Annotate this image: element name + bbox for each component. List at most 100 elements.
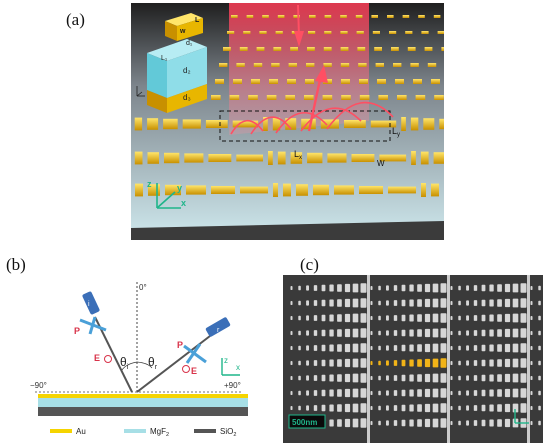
sem-rod (386, 420, 389, 426)
sem-rod (530, 286, 533, 290)
nanoantenna (232, 120, 259, 128)
sem-rod (352, 328, 359, 338)
nanoantenna (402, 15, 410, 18)
layer-legend: Au MgF2 SiO2 (50, 427, 236, 438)
sem-rod (313, 315, 318, 321)
nanoantenna (420, 151, 429, 165)
nanoantenna (308, 31, 316, 34)
sem-rod (458, 390, 461, 396)
panel-a-label: (a) (66, 10, 85, 29)
sem-rod (466, 330, 469, 336)
sem-rod (497, 359, 502, 367)
svg-text:y: y (177, 183, 182, 193)
sem-rod (298, 375, 301, 381)
sem-rod (386, 300, 389, 306)
nanoantenna (323, 63, 332, 67)
nanoantenna (407, 47, 416, 51)
nanoantenna (379, 154, 407, 162)
sem-rod (489, 284, 494, 292)
sem-rod (424, 298, 431, 308)
sem-rod (489, 389, 494, 397)
sem-rod (424, 283, 431, 293)
nanoantenna (246, 15, 254, 18)
sem-rod (352, 403, 359, 413)
nanoantenna (215, 79, 224, 84)
sem-rod (409, 374, 414, 382)
sem-strip-line (527, 275, 530, 443)
nanoantenna (287, 79, 296, 84)
svg-text:d₂: d₂ (183, 66, 191, 75)
sem-rod (306, 330, 309, 336)
sem-rod (321, 374, 326, 382)
svg-text:+90°: +90° (224, 381, 241, 390)
sem-rod (370, 331, 373, 335)
sem-rod (298, 390, 301, 396)
sem-rod (458, 420, 461, 426)
sem-rod (386, 285, 389, 291)
sem-rod (321, 329, 326, 337)
highlighted-supercell-rod (378, 360, 381, 366)
supercell-outline (219, 110, 391, 142)
sem-rod (432, 388, 439, 398)
sem-rod (538, 420, 541, 426)
sem-rod (378, 405, 381, 411)
sem-rod (329, 389, 334, 397)
nanoantenna (401, 117, 406, 131)
highlighted-supercell-rod (386, 360, 389, 366)
theta-r-label: θr (148, 355, 158, 371)
sem-rod (473, 420, 478, 426)
sem-rod (306, 315, 309, 321)
sem-rod (466, 420, 469, 426)
sem-rod (409, 299, 414, 307)
sem-rod (298, 300, 301, 306)
sem-rod (450, 391, 453, 395)
sem-rod (409, 314, 414, 322)
incident-beam (229, 3, 369, 135)
sem-rod (520, 328, 527, 338)
sem-rod (450, 331, 453, 335)
nanoantenna (323, 47, 332, 51)
sem-rod (497, 419, 502, 427)
sem-rod (313, 300, 318, 306)
nanoantenna (259, 31, 267, 34)
sem-rod (538, 285, 541, 291)
nanoantenna (410, 117, 419, 131)
sem-rod (393, 330, 398, 336)
sem-rod (290, 316, 293, 320)
sem-rod (409, 389, 414, 397)
sem-rod (504, 313, 511, 323)
sem-rod (530, 331, 533, 335)
sem-rod (489, 299, 494, 307)
sem-rod (497, 284, 502, 292)
sem-rod (360, 283, 367, 293)
svg-text:E: E (191, 366, 197, 376)
svg-text:x: x (236, 363, 240, 372)
sem-rod (401, 299, 406, 307)
sem-rod (481, 299, 486, 307)
sem-rod (440, 403, 447, 413)
sem-rod (538, 330, 541, 336)
sem-rod (504, 343, 511, 353)
nanoantenna (243, 31, 251, 34)
layer-au (38, 394, 248, 398)
nanoantenna (411, 151, 416, 165)
label-Lx: Lx (294, 149, 302, 161)
sem-rod (440, 343, 447, 353)
sem-rod (329, 314, 334, 322)
sem-rod (458, 285, 461, 291)
sem-rod (473, 345, 478, 351)
nanoantenna (341, 79, 350, 84)
sem-rod (360, 298, 367, 308)
sem-rod (489, 314, 494, 322)
sem-rod (497, 374, 502, 382)
nanoantenna (359, 186, 383, 194)
nanoantenna (262, 15, 269, 18)
sem-rod (290, 301, 293, 305)
nanoantenna (205, 120, 228, 128)
svg-text:P: P (177, 340, 183, 350)
sem-rod (512, 403, 519, 413)
highlighted-supercell-rod (432, 358, 439, 368)
nanoantenna (340, 47, 349, 51)
sem-rod (290, 286, 293, 290)
sem-rod (401, 314, 406, 322)
